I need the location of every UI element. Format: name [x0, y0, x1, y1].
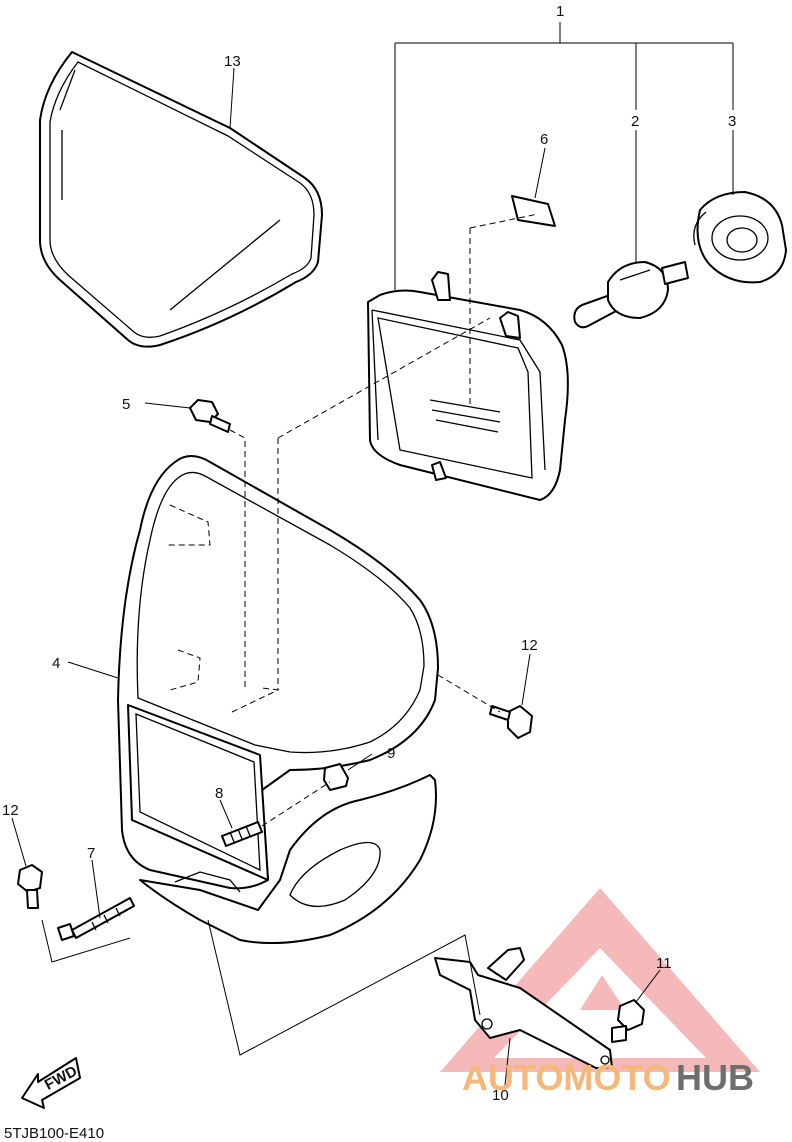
- part-9-grommet: [323, 763, 349, 791]
- diagram-code: 5TJB100-E410: [4, 1125, 104, 1142]
- callout-numbers: 1 2 3 4 5 6 7 8 9 10 11 12 12 13: [2, 3, 736, 1104]
- part-6-label: [511, 195, 556, 227]
- part-3-socket-cover: [693, 191, 787, 284]
- callout-13: 13: [224, 53, 241, 70]
- callout-8: 8: [215, 785, 223, 802]
- watermark-text-gray: HUB: [676, 1057, 754, 1098]
- fwd-arrow-icon: FWD: [21, 1057, 81, 1109]
- watermark-text-orange: AUTOMOTO: [462, 1057, 671, 1098]
- part-2-bulb: [573, 261, 689, 329]
- callout-1-bracket: [394, 22, 734, 290]
- part-5-bolt: [189, 399, 231, 433]
- callout-10: 10: [492, 1087, 509, 1104]
- callout-5: 5: [122, 396, 130, 413]
- leader-lines: [11, 67, 734, 1086]
- watermark-text: AUTOMOTO HUB: [462, 1057, 754, 1098]
- part-1-headlight-unit: [367, 271, 569, 501]
- part-11-bolt: [611, 999, 645, 1043]
- part-7-long-bolt: [57, 897, 135, 941]
- callout-11: 11: [656, 955, 672, 972]
- part-12-bolt-left: [17, 864, 43, 909]
- callout-3: 3: [728, 113, 736, 130]
- part-13-visor: [39, 51, 323, 348]
- part-lower-cowl-panel: [139, 774, 437, 945]
- part-10-bracket: [434, 947, 613, 1069]
- part-12-bolt-right: [489, 705, 533, 739]
- callout-6: 6: [540, 131, 548, 148]
- part-8-damper: [221, 821, 263, 847]
- callout-1: 1: [556, 3, 564, 20]
- callout-12-left: 12: [2, 802, 19, 819]
- callout-4: 4: [52, 655, 60, 672]
- callout-9: 9: [387, 745, 395, 762]
- callout-2: 2: [631, 113, 639, 130]
- callout-7: 7: [87, 845, 95, 862]
- callout-12-right: 12: [521, 637, 538, 654]
- assembly-lines: [41, 213, 539, 1056]
